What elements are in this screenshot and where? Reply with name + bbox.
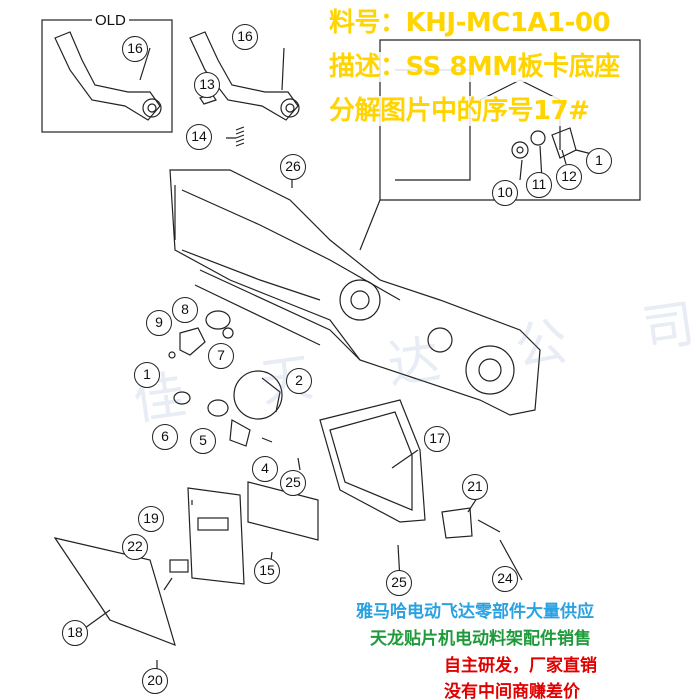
- old-roller: [142, 98, 162, 118]
- washer-6: [173, 391, 191, 405]
- cable-part: [229, 419, 251, 447]
- old-label: OLD: [92, 12, 129, 29]
- lever-roller-16: [280, 98, 300, 118]
- footer-direct-line: 自主研发，厂家直销: [444, 656, 597, 676]
- washer-7: [222, 327, 234, 339]
- plate-9: [179, 327, 206, 356]
- callout-18: 18: [62, 620, 88, 646]
- footer-price-line: 没有中间商赚差价: [444, 682, 580, 700]
- gear-8: [205, 310, 231, 330]
- callout-24: 24: [492, 566, 518, 592]
- callout-26: 26: [280, 154, 306, 180]
- callout-22: 22: [122, 534, 148, 560]
- gear-10: [511, 141, 529, 159]
- pcb-frame-17: [319, 399, 426, 523]
- screw-24-line: [477, 519, 501, 533]
- screw-4: [261, 437, 273, 443]
- footer-sales-line: 天龙贴片机电动料架配件销售: [370, 629, 591, 649]
- insulator-19: [187, 487, 245, 585]
- index-note-line: 分解图片中的序号17#: [327, 96, 592, 126]
- callout-13: 13: [194, 72, 220, 98]
- callout-20: 20: [142, 668, 168, 694]
- detail-view-frame: [379, 39, 641, 201]
- callout-11: 11: [526, 172, 552, 198]
- callout-25-lower: 25: [386, 570, 412, 596]
- feeder-body: [169, 169, 541, 416]
- label-22: [169, 559, 189, 573]
- callout-4: 4: [252, 456, 278, 482]
- description-line: 描述：SS 8MM板卡底座: [327, 52, 622, 82]
- bracket-21: [441, 507, 473, 539]
- cover-18: [53, 537, 176, 646]
- callout-1-top: 1: [586, 148, 612, 174]
- callout-17: 17: [424, 426, 450, 452]
- callout-6: 6: [152, 424, 178, 450]
- callout-21: 21: [462, 474, 488, 500]
- part-number-line: 料号：KHJ-MC1A1-00: [327, 8, 613, 38]
- motor-2: [233, 370, 283, 420]
- feeder-wheel-large: [465, 345, 515, 395]
- callout-16-new: 16: [232, 24, 258, 50]
- callout-8: 8: [172, 297, 198, 323]
- footer-supply-line: 雅马哈电动飞达零部件大量供应: [356, 602, 594, 622]
- callout-5: 5: [190, 428, 216, 454]
- callout-12: 12: [556, 164, 582, 190]
- callout-19: 19: [138, 506, 164, 532]
- bracket-12: [551, 127, 577, 159]
- feeder-wheel: [339, 279, 381, 321]
- screw-1-left: [168, 351, 176, 359]
- callout-10: 10: [492, 180, 518, 206]
- gear-5: [207, 399, 229, 417]
- washer-11: [530, 130, 546, 146]
- callout-2: 2: [286, 368, 312, 394]
- callout-16-old: 16: [122, 36, 148, 62]
- callout-14: 14: [186, 124, 212, 150]
- callout-9: 9: [146, 310, 172, 336]
- callout-1-left: 1: [134, 362, 160, 388]
- callout-15: 15: [254, 558, 280, 584]
- callout-25-upper: 25: [280, 470, 306, 496]
- callout-7: 7: [208, 343, 234, 369]
- spring-14: [235, 126, 245, 147]
